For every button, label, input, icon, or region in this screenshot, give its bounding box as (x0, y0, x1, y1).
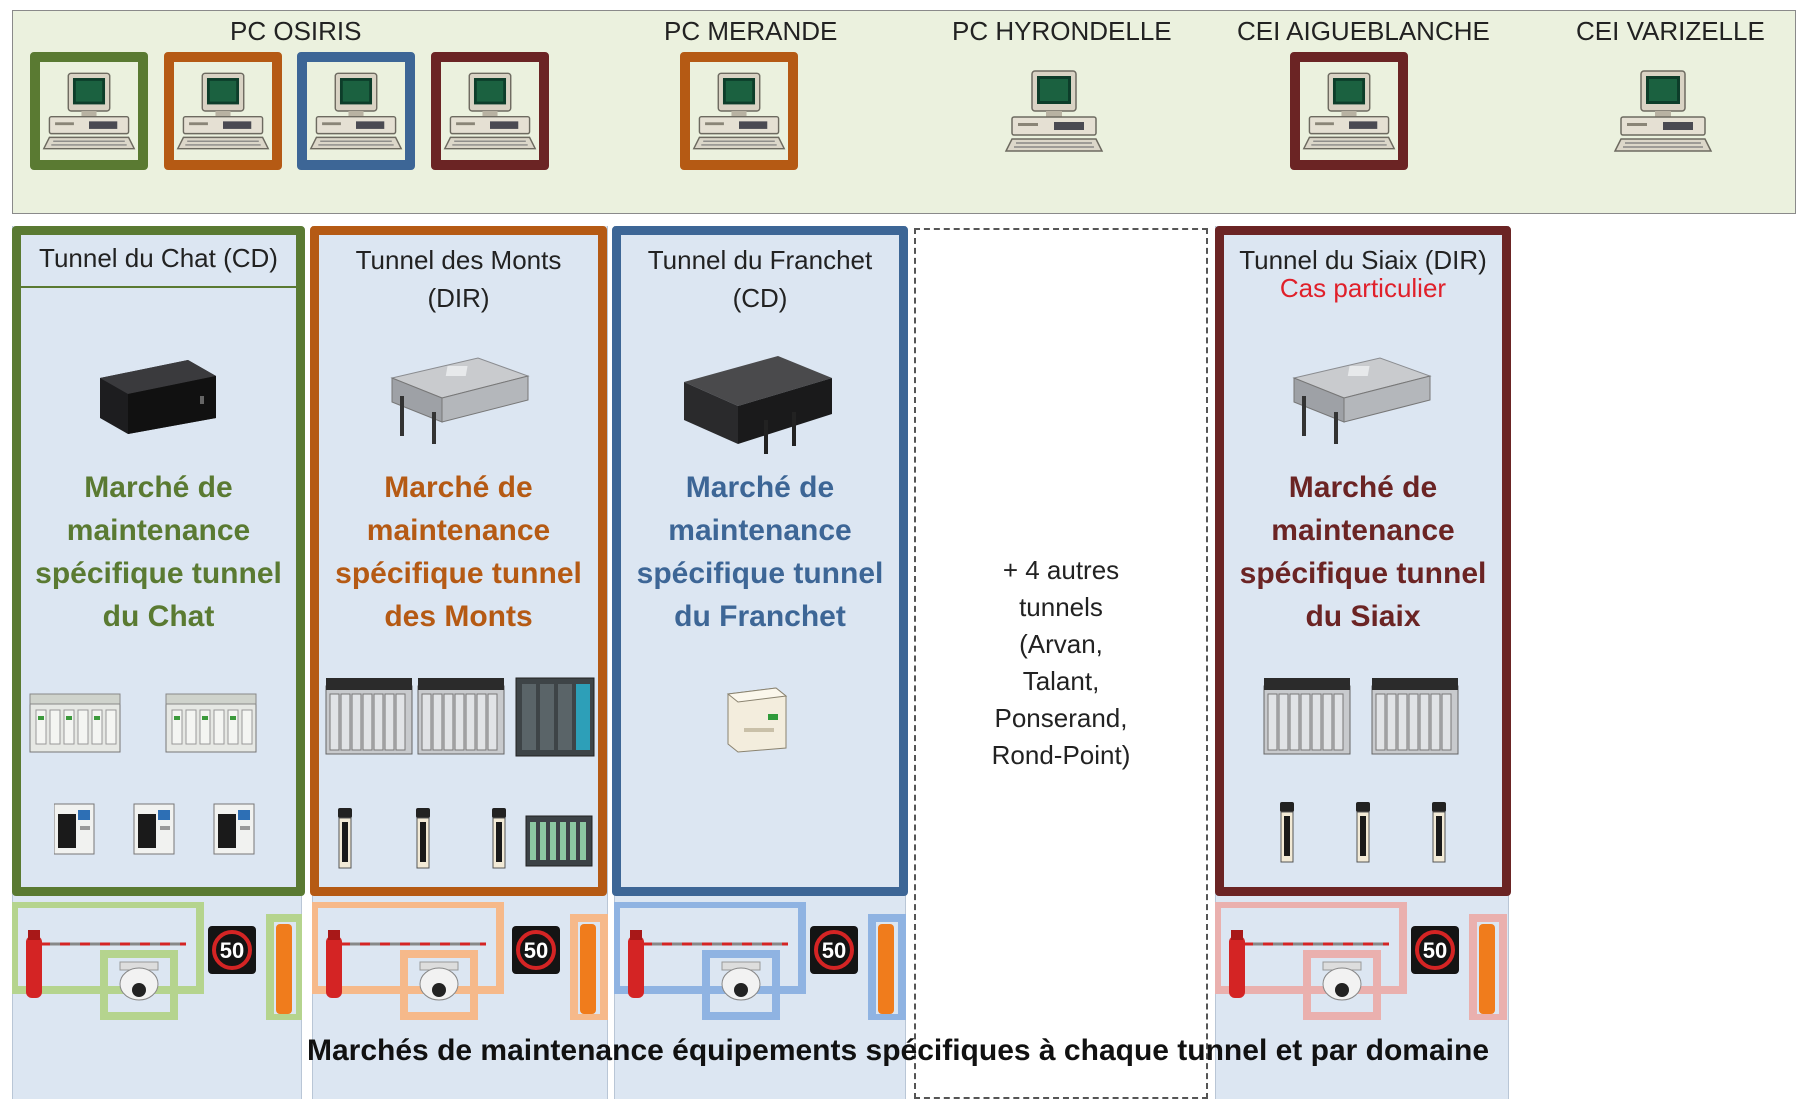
computer-icon (995, 52, 1113, 170)
equipment-strip-monts: 50 (312, 902, 608, 1020)
plc-module-icon (726, 687, 788, 753)
tunnel-monts-title: Tunnel des Monts (355, 245, 562, 275)
server-icon (390, 357, 530, 444)
computer-icon (297, 52, 415, 170)
computer-icon (431, 52, 549, 170)
speed-sign-text: 50 (1423, 938, 1447, 963)
title-separator (21, 286, 296, 288)
tunnel-siaix-title: Tunnel du Siaix (DIR) (1239, 245, 1487, 275)
speed-sign-text: 50 (822, 938, 846, 963)
tunnel-franchet-title-2: (CD) (732, 283, 788, 313)
computer-icon (164, 52, 282, 170)
center-label-aigueblanche: CEI AIGUEBLANCHE (1237, 16, 1490, 46)
other-tunnels-box (914, 228, 1208, 1099)
equipment-strip-siaix: 50 (1215, 902, 1507, 1020)
io-module-icon (1280, 801, 1447, 863)
center-label-osiris: PC OSIRIS (230, 16, 362, 46)
tunnel-chat-frame (12, 226, 305, 896)
server-icon (1292, 357, 1432, 444)
plc-module-icon (1263, 677, 1459, 755)
computer-icon (30, 52, 148, 170)
server-icon (100, 360, 216, 434)
server-icon (684, 356, 832, 454)
center-label-merande: PC MERANDE (664, 16, 838, 46)
plc-module-icon (325, 677, 595, 757)
center-label-varizelle: CEI VARIZELLE (1576, 16, 1765, 46)
plc-module-icon (29, 693, 257, 753)
io-module-icon (54, 803, 255, 855)
tunnel-franchet-frame (612, 226, 908, 896)
computer-icon (1290, 52, 1408, 170)
equipment-strip-chat: 50 (12, 902, 302, 1020)
tunnel-monts-frame (310, 226, 607, 896)
speed-sign-text: 50 (524, 938, 548, 963)
tunnel-monts-title-2: (DIR) (427, 283, 490, 313)
computer-icon (680, 52, 798, 170)
tunnel-siaix-frame (1215, 226, 1511, 896)
center-label-hyrondelle: PC HYRONDELLE (952, 16, 1172, 46)
tunnel-franchet-title: Tunnel du Franchet (647, 245, 873, 275)
io-module-icon (338, 807, 593, 869)
tunnel-siaix-subtitle: Cas particulier (1279, 273, 1447, 303)
computer-icon (1604, 52, 1722, 170)
equipment-strip-franchet: 50 (614, 902, 906, 1020)
bottom-caption: Marchés de maintenance équipements spéci… (307, 1034, 1489, 1067)
tunnel-chat-title: Tunnel du Chat (CD) (39, 243, 278, 273)
speed-sign-text: 50 (220, 938, 244, 963)
